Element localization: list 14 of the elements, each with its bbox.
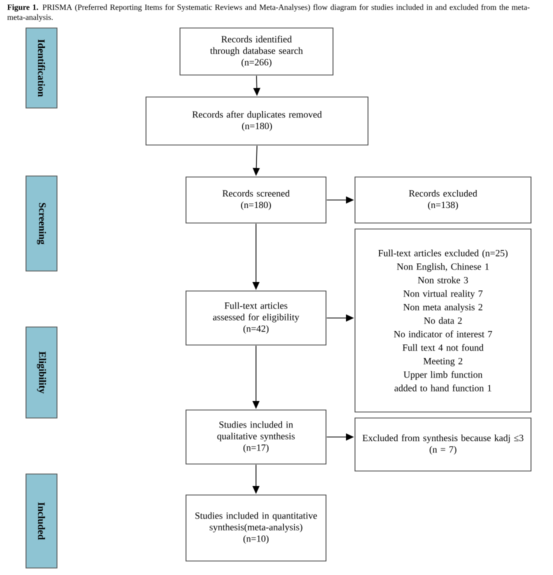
process-box: Records screened (n=180) bbox=[186, 176, 326, 224]
process-box: Records excluded (n=138) bbox=[354, 176, 532, 224]
caption: Figure 1. PRISMA (Preferred Reporting Items for Systematic Reviews and Meta-Analyses) flow diagram for studies included in and excluded from the meta-meta-analysis. bbox=[7, 4, 530, 22]
stage-band: Eligibility bbox=[26, 326, 58, 418]
process-box: Full-text articles excluded (n=25) Non English, Chinese 1 Non stroke 3 Non virtual reality 7 Non meta analysis 2 No data 2 No indicator of interest 7 Full text 4 not found Meeting 2 Upper limb function added to hand function 1 bbox=[354, 228, 532, 412]
process-box: Records identified through database search (n=266) bbox=[180, 28, 334, 76]
stage-band: Identification bbox=[26, 28, 58, 108]
stage-band: Included bbox=[26, 474, 58, 568]
process-box: Excluded from synthesis because kadj ≤3 (n = 7) bbox=[354, 418, 532, 472]
process-box: Full-text articles assessed for eligibility (n=42) bbox=[186, 290, 326, 346]
process-box: Studies included in qualitative synthesis (n=17) bbox=[186, 410, 326, 464]
process-box: Studies included in quantitative synthesis(meta-analysis) (n=10) bbox=[186, 494, 326, 562]
process-box: Records after duplicates removed (n=180) bbox=[146, 96, 368, 146]
stage-band: Screening bbox=[26, 176, 58, 272]
